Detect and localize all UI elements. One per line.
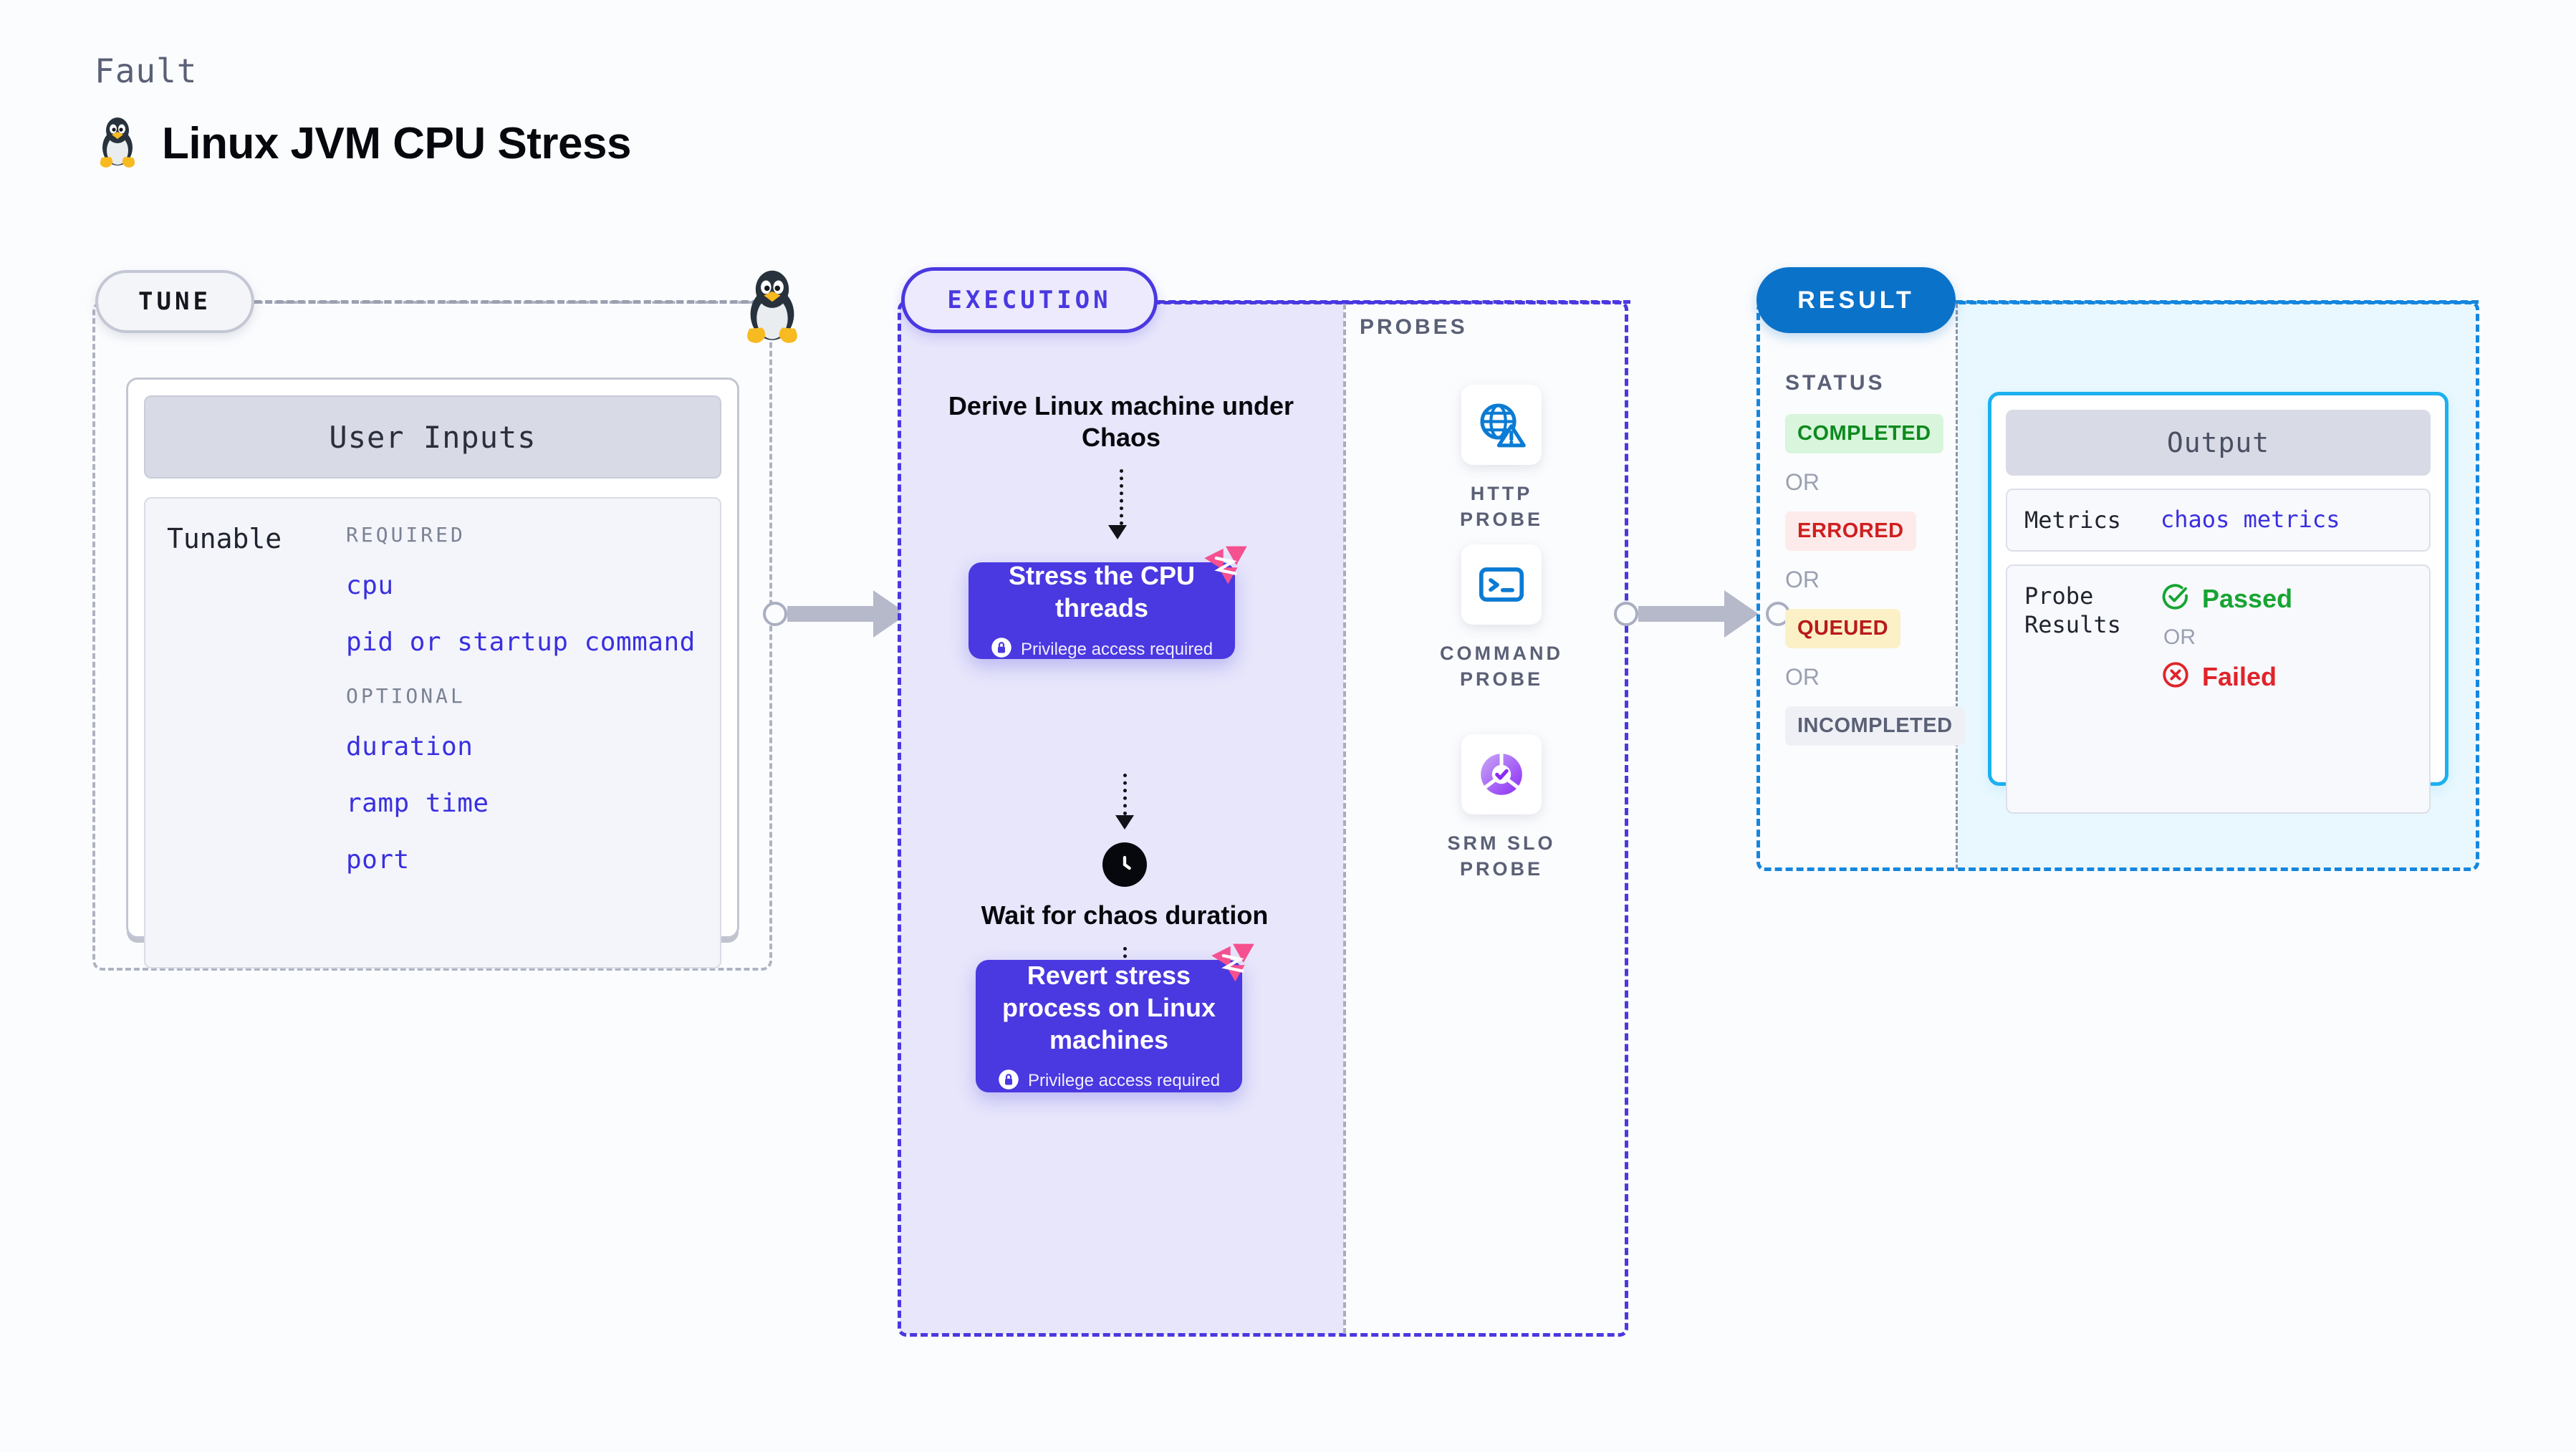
connector-bar bbox=[1638, 606, 1724, 622]
tunable-label: Tunable bbox=[167, 523, 282, 554]
probe-srm-slo[interactable]: SRM SLO PROBE bbox=[1430, 734, 1573, 883]
probe-result-failed: Failed bbox=[2161, 660, 2412, 693]
privilege-note: Privilege access required bbox=[991, 637, 1213, 662]
probe-results-label: Probe Results bbox=[2024, 582, 2121, 638]
tunable-group-title-optional: OPTIONAL bbox=[346, 684, 466, 708]
result-badge[interactable]: RESULT bbox=[1756, 267, 1956, 333]
status-badge-incompleted: INCOMPLETED bbox=[1785, 706, 1965, 746]
globe-warning-icon bbox=[1461, 385, 1542, 465]
output-card-title: Output bbox=[2006, 410, 2431, 476]
tunable-item-duration[interactable]: duration bbox=[346, 732, 474, 761]
status-section-label: STATUS bbox=[1785, 371, 1885, 395]
probe-result-failed-label: Failed bbox=[2202, 661, 2277, 691]
connector-arrowhead bbox=[1724, 590, 1759, 638]
slo-donut-check-icon bbox=[1461, 734, 1542, 814]
probe-command[interactable]: COMMAND PROBE bbox=[1430, 544, 1573, 693]
user-inputs-title: User Inputs bbox=[144, 395, 721, 479]
probe-http[interactable]: HTTP PROBE bbox=[1430, 385, 1573, 533]
tux-penguin-connector-icon bbox=[738, 266, 807, 345]
result-status-divider bbox=[1956, 304, 1958, 869]
tunable-item-ramp-time[interactable]: ramp time bbox=[346, 789, 489, 818]
lock-icon bbox=[991, 637, 1012, 662]
probe-result-or: OR bbox=[2163, 625, 2196, 649]
execution-badge[interactable]: EXECUTION bbox=[901, 267, 1158, 333]
flow-arrowhead bbox=[1107, 524, 1127, 539]
execution-connector-line bbox=[1158, 300, 1630, 304]
status-badge-completed: COMPLETED bbox=[1785, 414, 1943, 453]
metrics-label: Metrics bbox=[2024, 506, 2121, 534]
flow-node-revert-stress[interactable]: Revert stress process on Linux machines … bbox=[976, 943, 1254, 1094]
tunable-item-port[interactable]: port bbox=[346, 845, 410, 875]
flow-node-wait-label: Wait for chaos duration bbox=[981, 900, 1269, 930]
status-or-2: OR bbox=[1785, 567, 1820, 592]
tunable-item-cpu[interactable]: cpu bbox=[346, 571, 394, 600]
flow-node-derive-label: Derive Linux machine under Chaos bbox=[948, 391, 1294, 452]
privilege-note-label: Privilege access required bbox=[1027, 1071, 1221, 1090]
status-badge-errored: ERRORED bbox=[1785, 511, 1916, 551]
page-title: Linux JVM CPU Stress bbox=[162, 119, 631, 168]
tune-badge[interactable]: TUNE bbox=[95, 270, 254, 333]
connector-start-dot bbox=[763, 602, 787, 626]
status-badge-queued: QUEUED bbox=[1785, 609, 1901, 648]
probe-result-passed: Passed bbox=[2161, 582, 2412, 615]
x-circle-icon bbox=[2161, 660, 2191, 693]
fault-kicker-label: Fault bbox=[95, 52, 198, 90]
tunable-group-title-required: REQUIRED bbox=[346, 523, 466, 547]
probe-command-label: COMMAND PROBE bbox=[1440, 643, 1563, 691]
probe-http-label: HTTP PROBE bbox=[1459, 483, 1544, 531]
clock-icon bbox=[1102, 842, 1147, 887]
tune-connector-line bbox=[254, 300, 770, 304]
probes-section-label: PROBES bbox=[1360, 315, 1468, 339]
page-title-row: Linux JVM CPU Stress bbox=[95, 115, 631, 173]
output-card: Output Metrics chaos metrics Probe Resul… bbox=[1988, 392, 2448, 814]
harness-chaos-logo-icon bbox=[1202, 544, 1249, 587]
result-connector-line bbox=[1956, 300, 2479, 304]
status-list: COMPLETED OR ERRORED OR QUEUED OR INCOMP… bbox=[1785, 414, 1965, 761]
tunable-section: Tunable REQUIRED cpu pid or startup comm… bbox=[144, 497, 721, 968]
harness-chaos-logo-icon bbox=[1209, 941, 1256, 984]
status-or-3: OR bbox=[1785, 664, 1820, 690]
user-inputs-card: User Inputs Tunable REQUIRED cpu pid or … bbox=[126, 378, 739, 968]
probe-srm-slo-label: SRM SLO PROBE bbox=[1447, 832, 1556, 880]
metrics-value[interactable]: chaos metrics bbox=[2161, 506, 2340, 533]
connector-bar bbox=[787, 606, 873, 622]
connector-start-dot bbox=[1614, 602, 1638, 626]
check-circle-icon bbox=[2161, 582, 2191, 615]
probe-result-passed-label: Passed bbox=[2202, 583, 2293, 613]
privilege-note: Privilege access required bbox=[998, 1069, 1220, 1094]
flow-node-derive: Derive Linux machine under Chaos bbox=[924, 390, 1318, 539]
probes-divider bbox=[1343, 304, 1346, 1334]
flow-arrow bbox=[1123, 774, 1127, 815]
status-or-1: OR bbox=[1785, 469, 1820, 495]
tux-penguin-icon bbox=[95, 115, 140, 173]
tunable-item-pid-or-startup-command[interactable]: pid or startup command bbox=[346, 628, 696, 657]
flow-arrowhead bbox=[1115, 815, 1134, 830]
flow-arrow bbox=[1119, 468, 1123, 525]
flow-node-stress-cpu-label: Stress the CPU threads bbox=[1008, 561, 1196, 622]
lock-icon bbox=[998, 1069, 1019, 1094]
output-row-metrics: Metrics chaos metrics bbox=[2006, 489, 2431, 552]
flow-node-revert-stress-label: Revert stress process on Linux machines bbox=[1001, 960, 1216, 1054]
privilege-note-label: Privilege access required bbox=[1020, 639, 1213, 659]
tunable-list: REQUIRED cpu pid or startup command OPTI… bbox=[346, 523, 698, 943]
terminal-icon bbox=[1461, 544, 1542, 625]
flow-node-stress-cpu[interactable]: Stress the CPU threads Privilege access … bbox=[969, 546, 1247, 662]
output-row-probe-results: Probe Results Passed OR bbox=[2006, 564, 2431, 814]
